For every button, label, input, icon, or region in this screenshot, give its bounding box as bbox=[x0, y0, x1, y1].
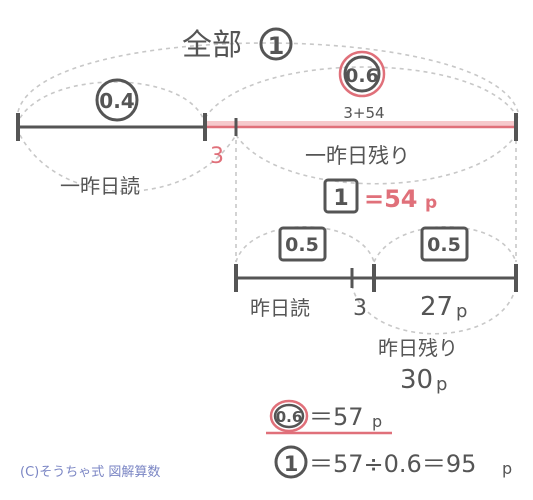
bar2-under-name: 昨日残り bbox=[378, 336, 458, 360]
bar2-under-value: 30 bbox=[400, 365, 433, 395]
total-label: 全部 bbox=[182, 28, 242, 63]
eq2-circle-mark bbox=[274, 445, 308, 479]
mid-unit: p bbox=[425, 193, 437, 213]
ratio-circle-right bbox=[338, 50, 386, 98]
total-circle-mark bbox=[259, 27, 293, 61]
right-sum-text: 3+54 bbox=[343, 104, 384, 122]
dashed-arcs bbox=[17, 42, 519, 335]
bar2-right-unit: p bbox=[456, 301, 467, 322]
ratio-circle-left bbox=[95, 78, 139, 122]
bar-2 bbox=[234, 264, 518, 292]
unit-box-mark bbox=[323, 178, 359, 214]
ratio-box-left bbox=[278, 226, 327, 262]
ratio-box-right bbox=[420, 226, 469, 262]
bar2-gap: 3 bbox=[353, 296, 367, 321]
arc-left-top bbox=[19, 81, 204, 119]
eq2-expression: ＝57÷0.6＝95 bbox=[309, 450, 476, 478]
arc-bar2-right-bottom bbox=[351, 284, 517, 335]
eq1-equals: ＝57 bbox=[309, 403, 364, 431]
mid-equals-value: =54 bbox=[364, 185, 418, 213]
arc-left-bottom bbox=[19, 134, 237, 193]
arc-bar2-right-top bbox=[373, 226, 517, 263]
ratio-right-text: 0.6 bbox=[345, 65, 379, 87]
bar2-right-value: 27 bbox=[420, 292, 453, 322]
right-name-label: 一昨日残り bbox=[305, 144, 410, 168]
bar2-under-unit: p bbox=[436, 374, 447, 395]
ratio-left-text: 0.4 bbox=[99, 89, 134, 113]
arc-total bbox=[17, 42, 519, 113]
left-name-label: 一昨日読 bbox=[60, 174, 140, 198]
highlight-right-part bbox=[205, 121, 516, 128]
bar2-right-ratio: 0.5 bbox=[427, 234, 461, 256]
eq1-unit: p bbox=[372, 412, 382, 431]
arc-right-bottom bbox=[235, 134, 517, 185]
bar-1 bbox=[16, 113, 518, 141]
bar2-left-ratio: 0.5 bbox=[285, 234, 319, 256]
arc-right-top bbox=[204, 66, 519, 119]
credit-text: (C)そうちゃ式 図解算数 bbox=[20, 465, 160, 480]
gap-label: 3 bbox=[210, 144, 224, 169]
eq1-ratio-circle bbox=[269, 399, 309, 433]
eq2-circle-number: 1 bbox=[284, 452, 299, 476]
bar2-left-name: 昨日読 bbox=[250, 296, 310, 320]
eq1-ratio: 0.6 bbox=[276, 408, 303, 426]
unit-box-number: 1 bbox=[333, 186, 348, 211]
eq2-unit: p bbox=[502, 459, 512, 478]
total-circle-number: 1 bbox=[268, 32, 285, 60]
